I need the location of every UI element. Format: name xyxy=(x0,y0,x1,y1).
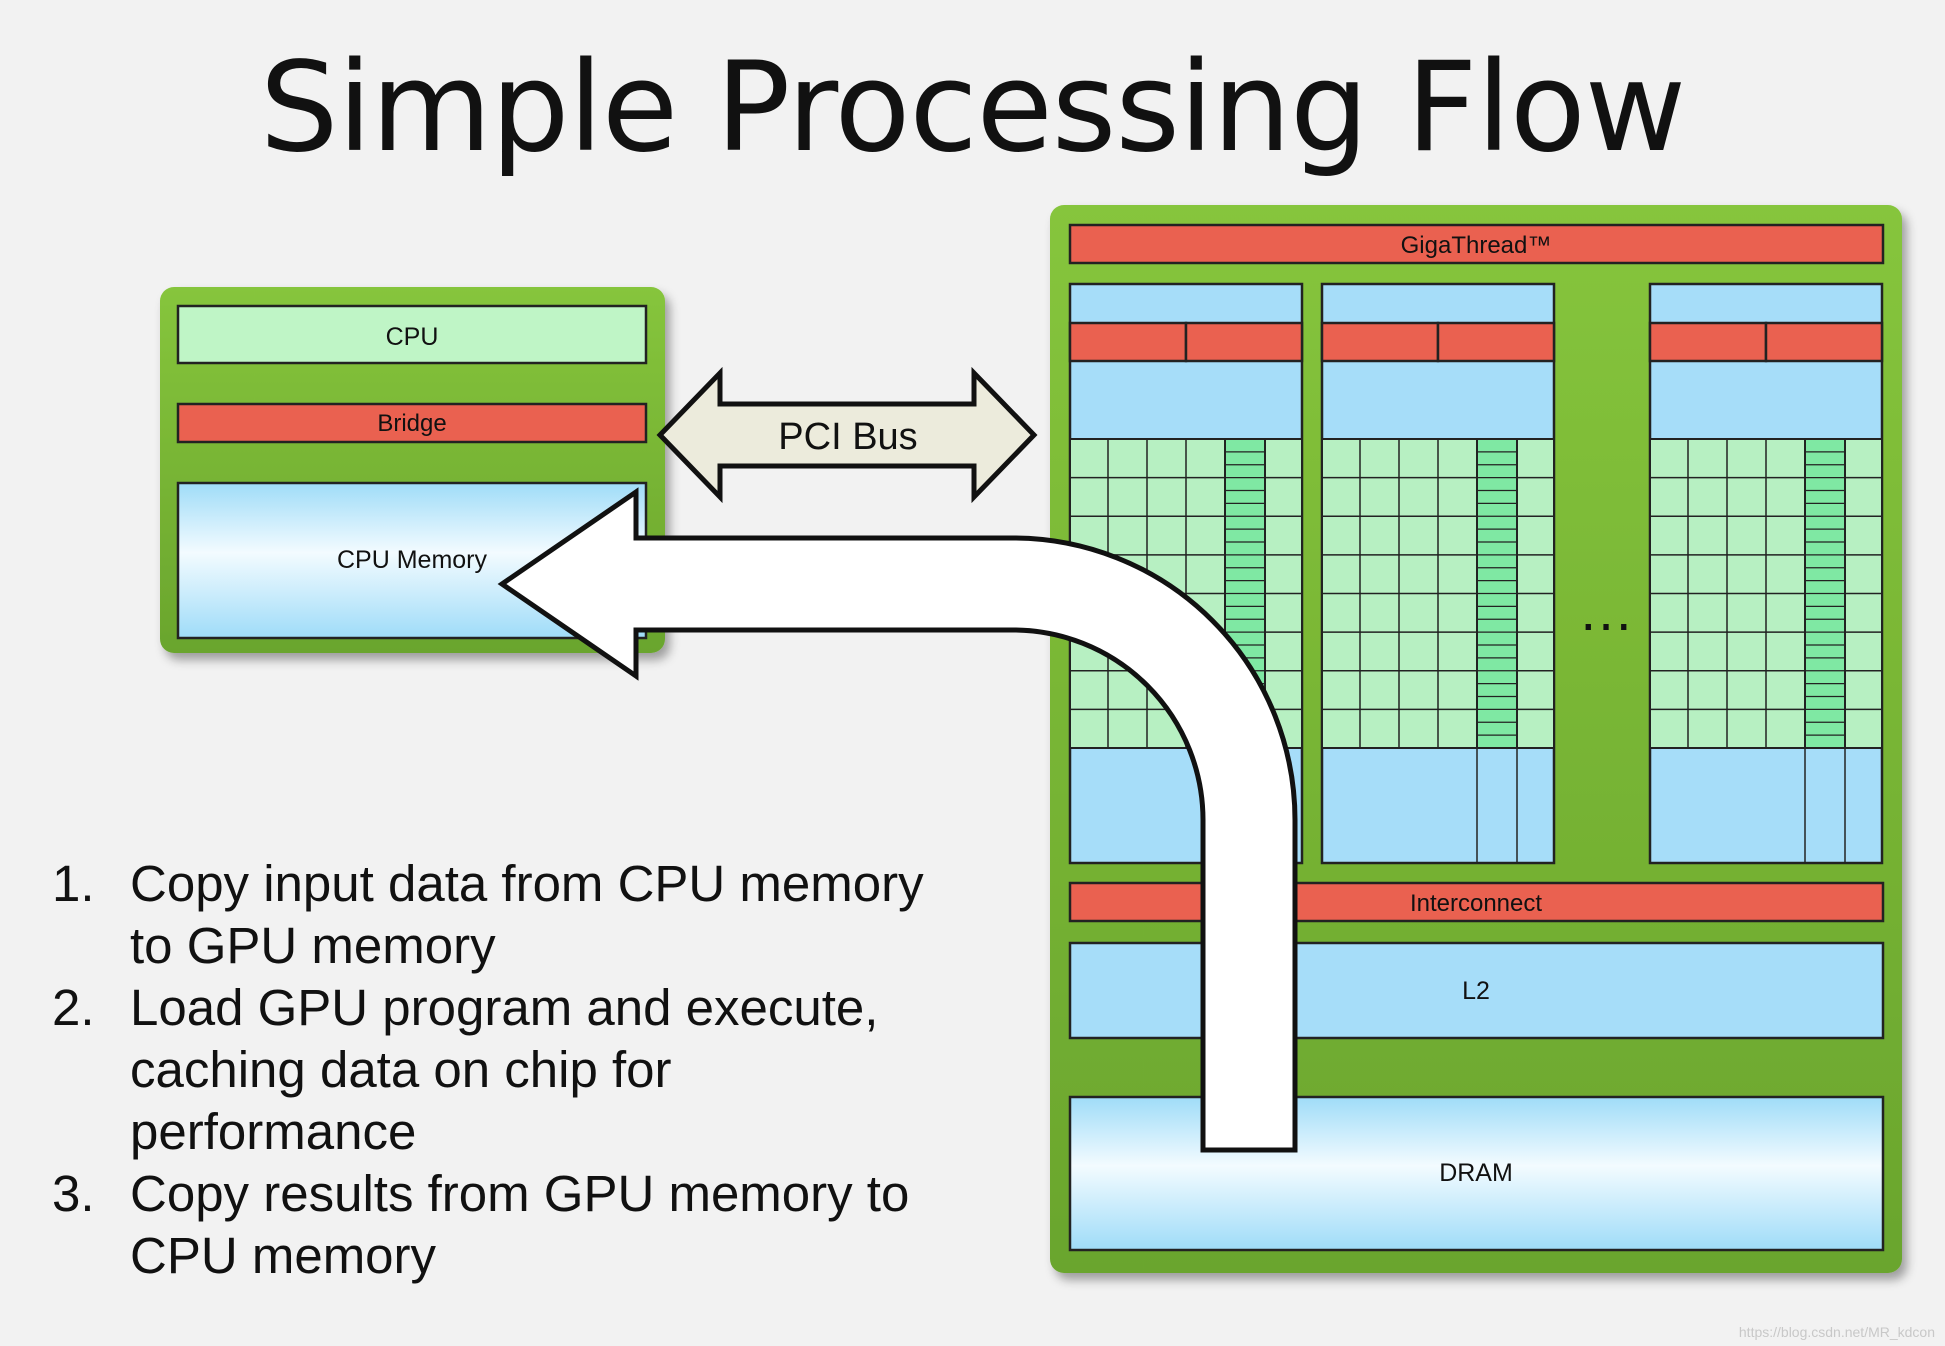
sm-column xyxy=(1648,282,1884,865)
cpu-block: CPU xyxy=(176,304,648,365)
warp-scheduler-cell xyxy=(1320,321,1440,363)
interconnect-bar: Interconnect xyxy=(1068,881,1885,923)
data-flow-arrow xyxy=(497,487,1298,1153)
cpu-memory-label: CPU Memory xyxy=(337,546,488,574)
step-text-line: Load GPU program and execute, xyxy=(130,979,879,1036)
warp-scheduler-cell xyxy=(1068,321,1188,363)
pci-bus-label: PCI Bus xyxy=(778,416,917,458)
sm-column xyxy=(1320,282,1556,865)
step-item: 2. Load GPU program and execute,caching d… xyxy=(52,977,972,1163)
interconnect-label: Interconnect xyxy=(1410,890,1542,917)
gigathread-bar: GigaThread™ xyxy=(1068,223,1885,265)
step-text-line: caching data on chip for xyxy=(130,1041,672,1098)
watermark: https://blog.csdn.net/MR_kdcon xyxy=(1738,1324,1935,1340)
l2-cache-block: L2 xyxy=(1068,941,1885,1040)
warp-scheduler-cell xyxy=(1648,321,1768,363)
step-number: 1. xyxy=(52,855,95,912)
bridge-label: Bridge xyxy=(377,410,446,437)
step-text-line: CPU memory xyxy=(130,1227,437,1284)
l2-cache-label: L2 xyxy=(1462,977,1490,1005)
gpu-board: GigaThread™ … Interconnect L2 DRAM xyxy=(1050,205,1902,1273)
pci-bus-arrow: PCI Bus xyxy=(656,366,1038,504)
dispatch-unit-cell xyxy=(1764,321,1884,363)
step-text-line: to GPU memory xyxy=(130,917,496,974)
page-title: Simple Processing Flow xyxy=(259,36,1686,180)
step-text-line: Copy input data from CPU memory xyxy=(130,855,924,912)
step-text-line: performance xyxy=(130,1103,417,1160)
more-sms-ellipsis: … xyxy=(1578,579,1634,642)
cpu-label: CPU xyxy=(386,323,439,351)
dispatch-unit-cell xyxy=(1184,321,1304,363)
step-text-line: Copy results from GPU memory to xyxy=(130,1165,910,1222)
step-number: 2. xyxy=(52,979,95,1036)
step-number: 3. xyxy=(52,1165,95,1222)
gigathread-label: GigaThread™ xyxy=(1401,232,1552,259)
streaming-multiprocessors xyxy=(1068,282,1884,865)
bridge-block: Bridge xyxy=(176,402,648,444)
dram-label: DRAM xyxy=(1439,1159,1513,1187)
dram-block: DRAM xyxy=(1068,1095,1885,1252)
dispatch-unit-cell xyxy=(1436,321,1556,363)
